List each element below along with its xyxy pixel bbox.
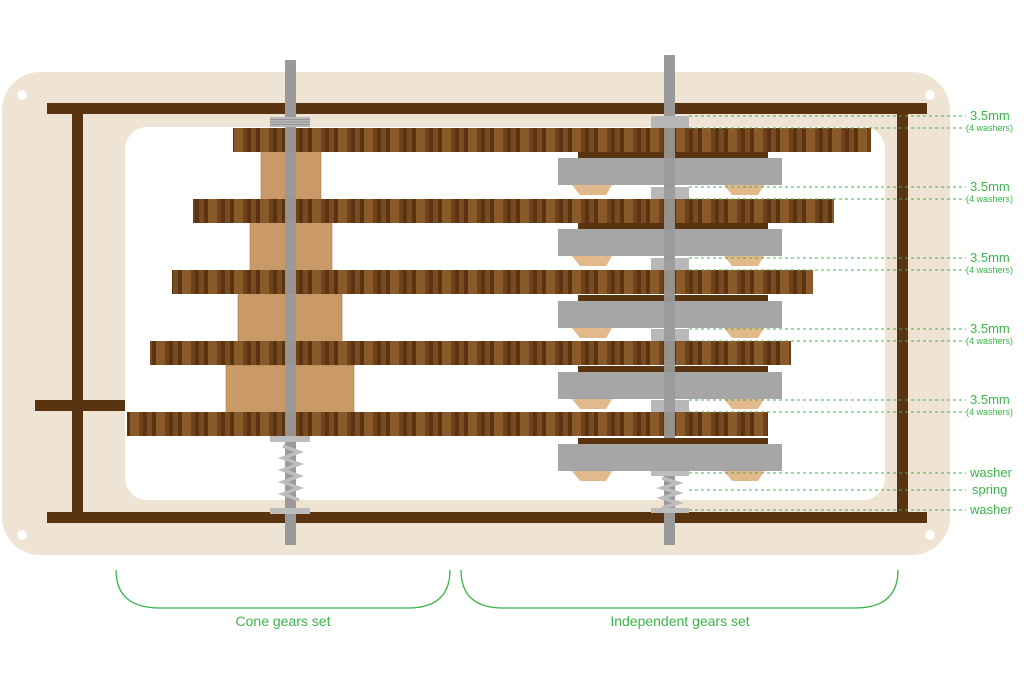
gear-bar [193, 199, 834, 223]
spacer-3-note: (4 washers) [966, 265, 1013, 275]
annotation-leaders [689, 115, 966, 511]
annotation-labels: 3.5mm (4 washers) 3.5mm (4 washers) 3.5m… [966, 108, 1013, 517]
cone-set-label: Cone gears set [236, 613, 331, 629]
independent-set-label: Independent gears set [610, 613, 749, 629]
gear-bar [233, 128, 871, 152]
gear-bar [150, 341, 791, 365]
independent-spring-icon [656, 476, 684, 510]
spacer-1-note: (4 washers) [966, 123, 1013, 133]
washer-top-label: washer [969, 465, 1013, 480]
gear-bar [127, 412, 768, 436]
spacer-1-label: 3.5mm [970, 108, 1010, 123]
spacer-5-label: 3.5mm [970, 392, 1010, 407]
rod-overlays [285, 128, 675, 436]
spacer-4-label: 3.5mm [970, 321, 1010, 336]
spacer-5-note: (4 washers) [966, 407, 1013, 417]
spacer-2-note: (4 washers) [966, 194, 1013, 204]
group-brackets [115, 569, 899, 609]
spacer-3-label: 3.5mm [970, 250, 1010, 265]
gear-bar [172, 270, 813, 294]
spacer-4-note: (4 washers) [966, 336, 1013, 346]
cone-spring-icon [278, 444, 304, 502]
independent-set-bracket [460, 569, 899, 609]
cone-set-bracket [115, 569, 451, 609]
frame [35, 103, 927, 523]
washer-bottom-label: washer [969, 502, 1013, 517]
bushing-plate [558, 438, 782, 481]
spacer-2-label: 3.5mm [970, 179, 1010, 194]
spring-label: spring [972, 482, 1007, 497]
gear-bars [127, 128, 871, 436]
